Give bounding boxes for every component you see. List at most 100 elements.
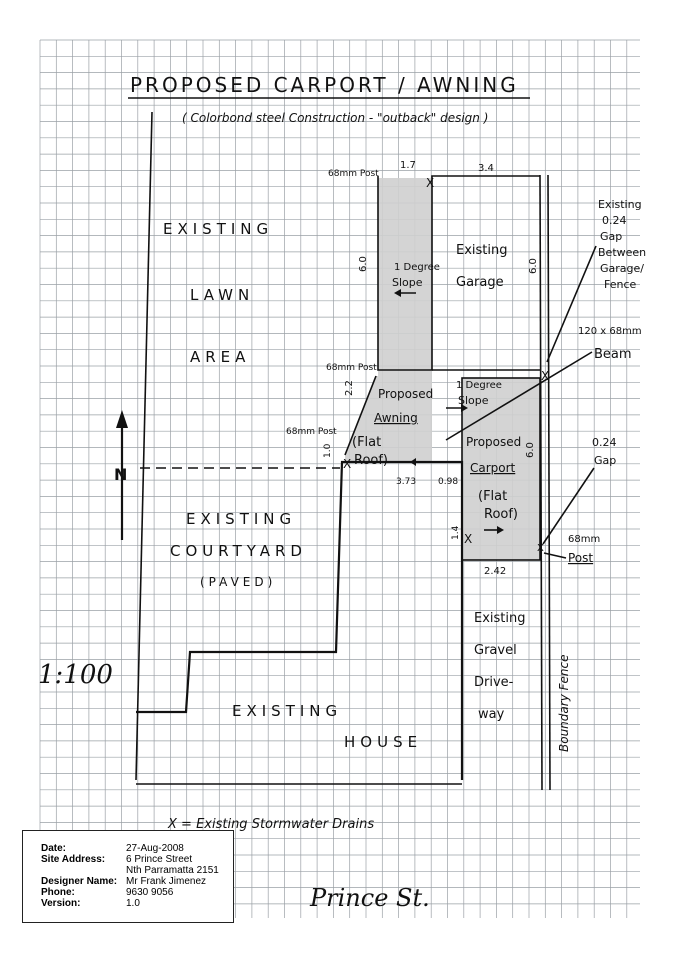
svg-text:Garage/: Garage/ <box>600 262 644 275</box>
carport-slope-label: 1 Degree Slope <box>446 380 502 412</box>
dim-2-2: 2.2 <box>344 380 355 396</box>
designer-name-label: Designer Name: <box>41 876 118 887</box>
svg-text:Roof): Roof) <box>354 453 388 468</box>
svg-text:EXISTING: EXISTING <box>163 220 273 238</box>
svg-text:LAWN: LAWN <box>190 286 254 304</box>
courtyard-label: EXISTING COURTYARD (PAVED) <box>170 510 307 589</box>
svg-text:Beam: Beam <box>594 347 632 362</box>
dim-6-0-left: 6.0 <box>358 256 369 272</box>
garage-label: Existing Garage <box>456 243 508 290</box>
drain-x-4: X <box>464 532 472 546</box>
dim-6-0-right: 6.0 <box>528 258 539 274</box>
site-address-label: Site Address: <box>41 854 106 865</box>
svg-text:Between: Between <box>598 246 646 259</box>
svg-text:Post: Post <box>568 551 593 565</box>
page-subtitle: ( Colorbond steel Construction - "outbac… <box>182 111 488 125</box>
drain-x-2: X <box>343 457 351 471</box>
svg-text:Slope: Slope <box>392 276 423 289</box>
drain-x-3: X <box>541 369 549 383</box>
svg-text:Existing: Existing <box>598 198 642 211</box>
svg-text:(Flat: (Flat <box>478 489 507 504</box>
boundary-fence-label: Boundary Fence <box>557 655 571 752</box>
dim-2-42: 2.42 <box>484 566 506 577</box>
designer-name-value: Mr Frank Jimenez <box>126 876 207 887</box>
fence-line-1 <box>539 174 543 791</box>
svg-text:Slope: Slope <box>458 394 489 407</box>
site-address-line-2: Nth Parramatta 2151 <box>126 865 219 876</box>
svg-text:Fence: Fence <box>604 278 637 291</box>
north-arrow-head <box>116 410 128 428</box>
dim-3-4: 3.4 <box>478 163 494 174</box>
graph-paper-grid <box>39 39 640 918</box>
svg-text:Awning: Awning <box>374 411 418 425</box>
dim-1-4: 1.4 <box>451 525 461 540</box>
post-label-top: 68mm Post <box>328 169 379 179</box>
page-title: PROPOSED CARPORT / AWNING <box>130 73 519 97</box>
carport-shade <box>462 378 540 560</box>
svg-text:HOUSE: HOUSE <box>344 733 422 751</box>
flat-roof-left-label: (Flat Roof) <box>352 435 426 468</box>
lawn-area-label: EXISTING LAWN AREA <box>163 220 273 366</box>
svg-text:Carport: Carport <box>470 461 516 475</box>
dim-0-98: 0.98 <box>438 477 458 487</box>
svg-text:Existing: Existing <box>456 243 508 258</box>
svg-text:Gap: Gap <box>594 454 616 467</box>
date-label: Date: <box>41 843 67 854</box>
svg-text:1 Degree: 1 Degree <box>394 262 440 273</box>
svg-text:Drive-: Drive- <box>474 675 514 690</box>
svg-text:0.24: 0.24 <box>592 436 617 449</box>
phone-value: 9630 9056 <box>126 887 174 898</box>
beam-label: 120 x 68mm Beam <box>445 326 642 441</box>
gap-between-garage-fence-label: Existing 0.24 Gap Between Garage/ Fence <box>546 198 646 363</box>
dim-6-0-carport: 6.0 <box>525 442 536 458</box>
awning-shade <box>345 178 432 462</box>
svg-text:Gravel: Gravel <box>474 643 517 658</box>
svg-text:120 x 68mm: 120 x 68mm <box>578 326 642 337</box>
date-value: 27-Aug-2008 <box>126 843 184 854</box>
svg-text:Proposed: Proposed <box>378 387 433 401</box>
svg-text:Garage: Garage <box>456 275 504 290</box>
svg-text:Existing: Existing <box>474 611 526 626</box>
driveway-label: Existing Gravel Drive- way <box>474 611 526 722</box>
svg-text:68mm: 68mm <box>568 534 600 545</box>
version-label: Version: <box>41 898 81 909</box>
title-block: Date: 27-Aug-2008 Site Address: 6 Prince S… <box>22 830 234 923</box>
gap-right-label: 0.24 Gap <box>542 436 617 545</box>
phone-label: Phone: <box>41 887 75 898</box>
carport-outline <box>461 377 541 561</box>
fence-line-2 <box>547 174 551 791</box>
legend-drains: X = Existing Stormwater Drains <box>167 817 374 832</box>
awning-slope-label: 1 Degree Slope <box>392 262 440 297</box>
site-address-line-1: 6 Prince Street <box>126 854 193 865</box>
left-boundary-line <box>135 111 153 781</box>
dim-1-0: 1.0 <box>323 443 333 458</box>
awning-label: Proposed Awning <box>374 387 433 425</box>
street-label: Prince St. <box>309 884 430 912</box>
post-label-right: 68mm Post <box>543 534 600 565</box>
svg-text:Roof): Roof) <box>484 507 518 522</box>
svg-text:(PAVED): (PAVED) <box>200 575 276 589</box>
scale-label: 1:100 <box>38 660 113 690</box>
awning-diagonal <box>344 375 377 456</box>
svg-text:0.24: 0.24 <box>602 214 627 227</box>
svg-text:COURTYARD: COURTYARD <box>170 542 307 560</box>
drain-x-5: X <box>537 543 544 554</box>
svg-text:EXISTING: EXISTING <box>186 510 296 528</box>
version-value: 1.0 <box>126 898 140 909</box>
svg-text:AREA: AREA <box>190 348 250 366</box>
dim-3-73: 3.73 <box>396 477 416 487</box>
drain-x-1: X <box>426 176 434 190</box>
dim-1-7: 1.7 <box>400 160 416 171</box>
carport-label: Proposed Carport <box>466 435 521 475</box>
flat-roof-right-label: (Flat Roof) <box>478 489 518 534</box>
post-label-mid: 68mm Post <box>326 363 377 373</box>
post-label-left: 68mm Post <box>286 427 337 437</box>
svg-text:(Flat: (Flat <box>352 435 381 450</box>
svg-text:EXISTING: EXISTING <box>232 702 342 720</box>
house-label: EXISTING HOUSE <box>232 702 422 751</box>
svg-text:way: way <box>478 707 505 722</box>
north-label: N <box>114 465 127 484</box>
svg-text:1 Degree: 1 Degree <box>456 380 502 391</box>
